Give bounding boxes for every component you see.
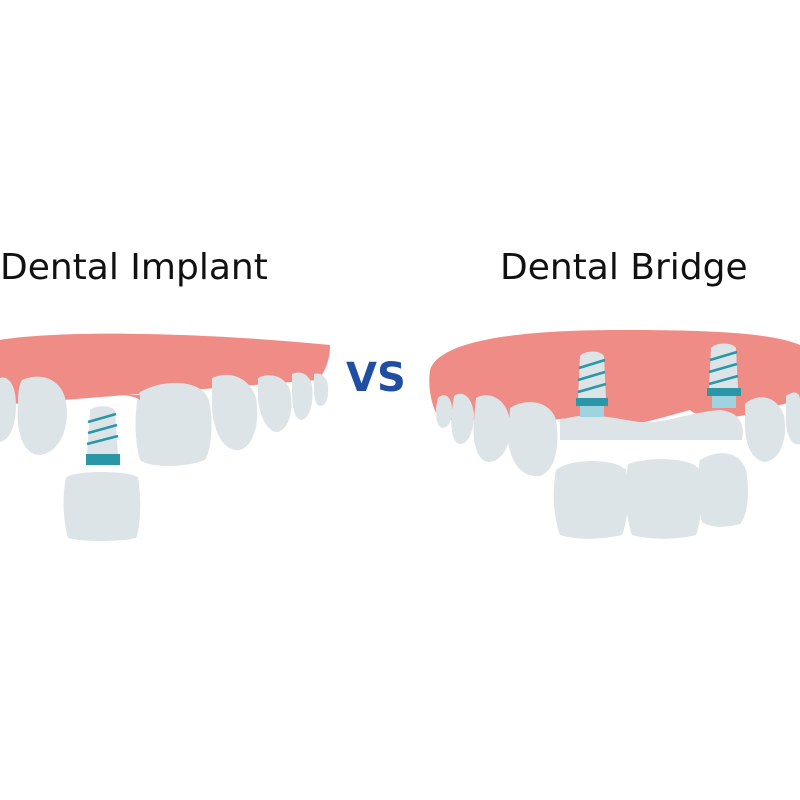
left-teeth: [0, 372, 329, 466]
implant-illustration: [0, 333, 330, 541]
bridge-illustration: [429, 330, 800, 539]
bridge-implant-left: [576, 351, 608, 417]
right-gum: [429, 330, 800, 425]
implant-screw: [86, 406, 120, 465]
vs-label: VS: [346, 355, 406, 401]
left-gum: [0, 333, 330, 405]
right-teeth: [435, 392, 800, 477]
bridge-implant-right: [707, 343, 741, 408]
dental-implant-title: Dental Implant: [0, 247, 268, 288]
implant-crown: [63, 472, 141, 541]
bridge-crowns: [553, 453, 748, 539]
dental-bridge-title: Dental Bridge: [500, 247, 748, 288]
